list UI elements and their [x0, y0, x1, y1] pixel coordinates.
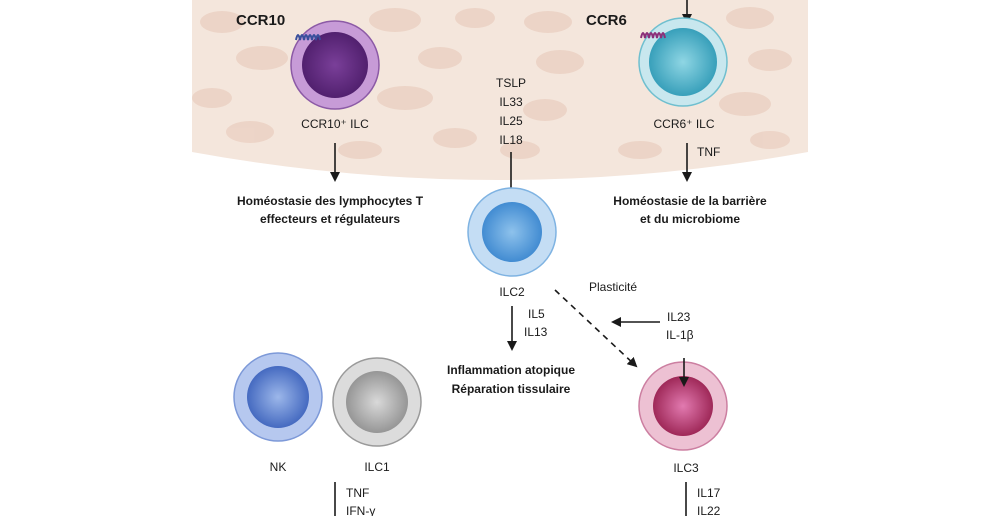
ccr10-ilc-label: CCR10⁺ ILC	[301, 117, 369, 131]
ilc3-cell	[638, 361, 728, 451]
ilc2-outcome-line1: Inflammation atopique	[447, 363, 575, 377]
ilc2-cell	[467, 187, 557, 277]
nk-cell	[233, 352, 323, 442]
ilc1-label: ILC1	[364, 460, 390, 474]
ccr6-outcome-line1: Homéostasie de la barrière	[613, 194, 767, 208]
ccr6-receptor-icon	[640, 32, 666, 39]
ilc2-il13-label: IL13	[524, 325, 548, 339]
ilc2-il5-label: IL5	[528, 307, 545, 321]
ccr10-receptor-icon	[295, 34, 321, 41]
ilc2-outcome-line2: Réparation tissulaire	[452, 382, 571, 396]
ccr6-receptor-label: CCR6	[586, 12, 627, 29]
ccr6-ilc-cell	[638, 17, 728, 107]
ilc2-label: ILC2	[499, 285, 525, 299]
ilc3-il1b-label: IL-1β	[666, 328, 694, 342]
ilc1-tnf-label: TNF	[346, 486, 369, 500]
nk-label: NK	[270, 460, 287, 474]
ilc3-il17-label: IL17	[697, 486, 721, 500]
ilc3-il23-label: IL23	[667, 310, 691, 324]
ccr10-outcome-line2: effecteurs et régulateurs	[260, 212, 400, 226]
ccr10-receptor-label: CCR10	[236, 12, 285, 29]
signal-il25: IL25	[499, 114, 523, 128]
signal-il18: IL18	[499, 133, 523, 147]
ccr10-outcome-line1: Homéostasie des lymphocytes T	[237, 194, 424, 208]
plasticity-label: Plasticité	[589, 280, 637, 294]
ilc3-il22-label: IL22	[697, 504, 721, 516]
ccr6-tnf-label: TNF	[697, 145, 720, 159]
signal-tslp: TSLP	[496, 76, 526, 90]
plasticity-arrow	[554, 289, 638, 368]
ccr10-ilc-cell	[290, 20, 380, 110]
signal-il33: IL33	[499, 95, 523, 109]
ilc3-label: ILC3	[673, 461, 699, 475]
ilc1-ifng-label: IFN-γ	[346, 504, 375, 516]
ccr6-ilc-label: CCR6⁺ ILC	[653, 117, 714, 131]
ccr6-outcome-line2: et du microbiome	[640, 212, 740, 226]
ilc1-cell	[332, 357, 422, 447]
